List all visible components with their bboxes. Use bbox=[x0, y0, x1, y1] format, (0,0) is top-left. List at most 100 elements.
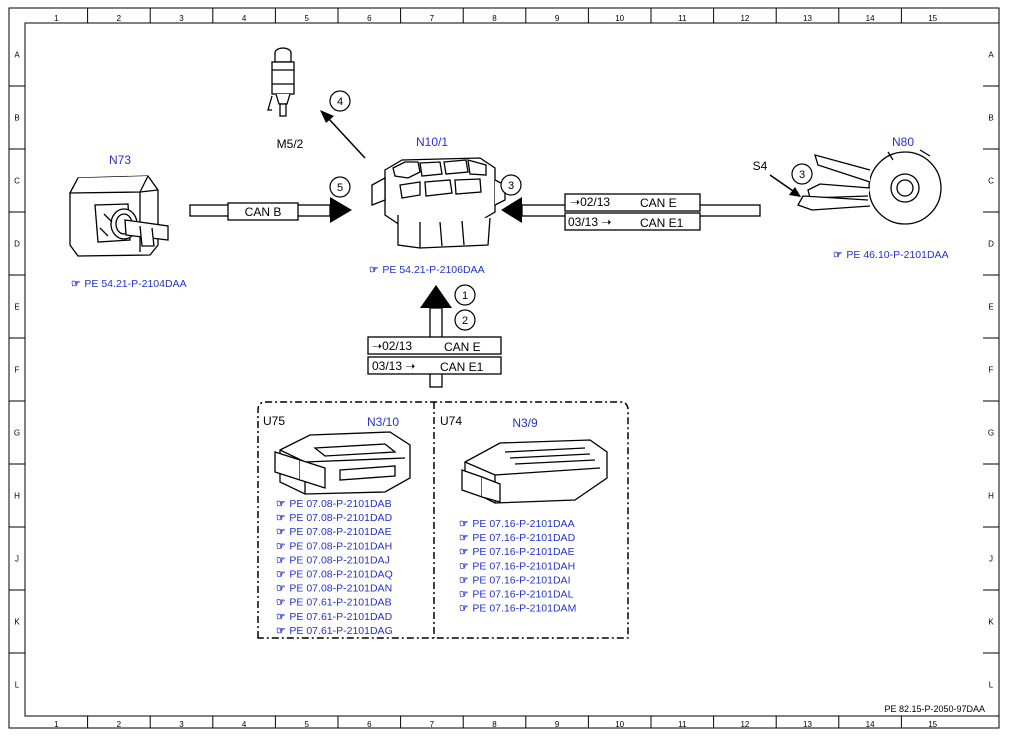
grid-col-4-bottom: 4 bbox=[242, 720, 247, 729]
u74-label: U74 bbox=[440, 414, 462, 428]
grid-col-6-bottom: 6 bbox=[367, 720, 372, 729]
svg-text:3: 3 bbox=[508, 180, 514, 192]
grid-row-E-left: E bbox=[14, 303, 19, 312]
grid-row-E-right: E bbox=[988, 303, 993, 312]
n73-ignition-switch-icon bbox=[68, 175, 169, 257]
bottom-row1-bus: CAN E bbox=[444, 340, 481, 354]
svg-text:5: 5 bbox=[337, 182, 343, 194]
reference-hand-icon: ☞ bbox=[459, 589, 469, 601]
grid-col-5-bottom: 5 bbox=[304, 720, 309, 729]
grid-col-11-bottom: 11 bbox=[678, 720, 687, 729]
n3-9-ecu-icon bbox=[461, 439, 608, 504]
callout-3: 3 bbox=[500, 174, 522, 196]
grid-row-J-right: J bbox=[989, 555, 993, 564]
u74-ref-item[interactable]: ☞PE 07.16-P-2101DAH bbox=[459, 560, 575, 572]
u75-ref-item[interactable]: ☞PE 07.08-P-2101DAQ bbox=[276, 569, 393, 581]
u74-ref-item[interactable]: ☞PE 07.16-P-2101DAL bbox=[459, 589, 574, 601]
reference-hand-icon: ☞ bbox=[276, 625, 286, 637]
grid-row-F-left: F bbox=[15, 366, 20, 375]
u74-ref-item[interactable]: ☞PE 07.16-P-2101DAA bbox=[459, 518, 575, 530]
inner-frame bbox=[24, 22, 1000, 717]
callout-2: 2 bbox=[454, 309, 476, 331]
grid-row-A-right: A bbox=[988, 51, 994, 60]
u75-ref-item[interactable]: ☞PE 07.08-P-2101DAB bbox=[276, 498, 392, 510]
grid-col-8-bottom: 8 bbox=[492, 720, 497, 729]
grid-col-1-top: 1 bbox=[54, 14, 59, 23]
grid-col-10-bottom: 10 bbox=[615, 720, 624, 729]
u74-ref-item[interactable]: ☞PE 07.16-P-2101DAD bbox=[459, 532, 576, 544]
bottom-row1-date: ➝02/13 bbox=[372, 339, 412, 353]
u74-ref-item[interactable]: ☞PE 07.16-P-2101DAE bbox=[459, 546, 575, 558]
reference-hand-icon: ☞ bbox=[276, 512, 286, 524]
grid-row-H-left: H bbox=[14, 492, 20, 501]
reference-hand-icon: ☞ bbox=[459, 603, 469, 615]
arrow-to-m5-2 bbox=[327, 117, 366, 159]
reference-hand-icon: ☞ bbox=[459, 574, 469, 586]
m5-2-pump-icon bbox=[267, 47, 295, 117]
svg-text:3: 3 bbox=[799, 169, 805, 181]
grid-col-13-top: 13 bbox=[803, 14, 812, 23]
u74-ref-item[interactable]: ☞PE 07.16-P-2101DAI bbox=[459, 574, 570, 586]
grid-row-B-right: B bbox=[988, 114, 993, 123]
u75-label: U75 bbox=[263, 414, 285, 428]
n80-label: N80 bbox=[892, 135, 914, 149]
reference-hand-icon: ☞ bbox=[276, 583, 286, 595]
grid-row-F-right: F bbox=[989, 366, 994, 375]
n10-1-ref[interactable]: ☞PE 54.21-P-2106DAA bbox=[369, 264, 485, 276]
can-b-link bbox=[189, 197, 352, 223]
u75-ref-list: ☞PE 07.08-P-2101DAB ☞PE 07.08-P-2101DAD ☞P… bbox=[276, 498, 393, 637]
u75-ref-item[interactable]: ☞PE 07.08-P-2101DAH bbox=[276, 540, 392, 552]
u75-ref-item[interactable]: ☞PE 07.08-P-2101DAE bbox=[276, 526, 392, 538]
right-row1-date: ➝02/13 bbox=[570, 195, 610, 209]
grid-row-K-left: K bbox=[14, 618, 20, 627]
reference-hand-icon: ☞ bbox=[276, 540, 286, 552]
svg-text:2: 2 bbox=[462, 315, 468, 327]
grid-row-C-right: C bbox=[988, 177, 994, 186]
callout-4: 4 bbox=[329, 90, 351, 112]
grid-col-14-top: 14 bbox=[866, 14, 875, 23]
grid-row-B-left: B bbox=[14, 114, 19, 123]
n3-10-ecu-icon bbox=[274, 431, 411, 495]
s4-label: S4 bbox=[753, 159, 768, 173]
grid-col-13-bottom: 13 bbox=[803, 720, 812, 729]
n73-ref[interactable]: ☞PE 54.21-P-2104DAA bbox=[71, 278, 187, 290]
n80-ref[interactable]: ☞PE 46.10-P-2101DAA bbox=[833, 249, 949, 261]
n73-label: N73 bbox=[109, 153, 131, 167]
outer-frame bbox=[8, 7, 1000, 729]
callout-3-s4: 3 bbox=[791, 163, 813, 185]
svg-text:4: 4 bbox=[337, 96, 343, 108]
grid-col-10-top: 10 bbox=[615, 14, 624, 23]
grid-col-9-bottom: 9 bbox=[555, 720, 560, 729]
right-row2-date: 03/13 ➝ bbox=[568, 215, 611, 229]
s4-arrow bbox=[769, 174, 797, 194]
u75-ref-item[interactable]: ☞PE 07.08-P-2101DAJ bbox=[276, 554, 390, 566]
grid-col-12-top: 12 bbox=[740, 14, 749, 23]
n3-9-label: N3/9 bbox=[512, 416, 538, 430]
u75-ref-item[interactable]: ☞PE 07.61-P-2101DAD bbox=[276, 611, 393, 623]
grid-row-J-left: J bbox=[15, 555, 19, 564]
u75-ref-item[interactable]: ☞PE 07.08-P-2101DAN bbox=[276, 583, 392, 595]
grid-col-1-bottom: 1 bbox=[54, 720, 59, 729]
can-e-link-right bbox=[501, 193, 761, 231]
u74-ref-item[interactable]: ☞PE 07.16-P-2101DAM bbox=[459, 603, 576, 615]
grid-col-6-top: 6 bbox=[367, 14, 372, 23]
m5-2-label: M5/2 bbox=[277, 137, 304, 151]
n80-steering-module-icon bbox=[797, 149, 942, 225]
arrow-head-m5-2 bbox=[320, 110, 334, 123]
callout-1: 1 bbox=[454, 284, 476, 306]
grid-col-9-top: 9 bbox=[555, 14, 560, 23]
right-row2-bus: CAN E1 bbox=[640, 216, 684, 230]
grid-row-H-right: H bbox=[988, 492, 994, 501]
can-e-link-bottom bbox=[367, 285, 502, 388]
u75-ref-item[interactable]: ☞PE 07.08-P-2101DAD bbox=[276, 512, 393, 524]
grid-col-8-top: 8 bbox=[492, 14, 497, 23]
reference-hand-icon: ☞ bbox=[276, 569, 286, 581]
reference-hand-icon: ☞ bbox=[276, 498, 286, 510]
n3-10-label: N3/10 bbox=[367, 415, 399, 429]
grid-col-11-top: 11 bbox=[678, 14, 687, 23]
u75-ref-item[interactable]: ☞PE 07.61-P-2101DAB bbox=[276, 597, 392, 609]
document-id: PE 82.15-P-2050-97DAA bbox=[884, 704, 985, 714]
u75-ref-item[interactable]: ☞PE 07.61-P-2101DAG bbox=[276, 625, 393, 637]
grid-col-5-top: 5 bbox=[304, 14, 309, 23]
